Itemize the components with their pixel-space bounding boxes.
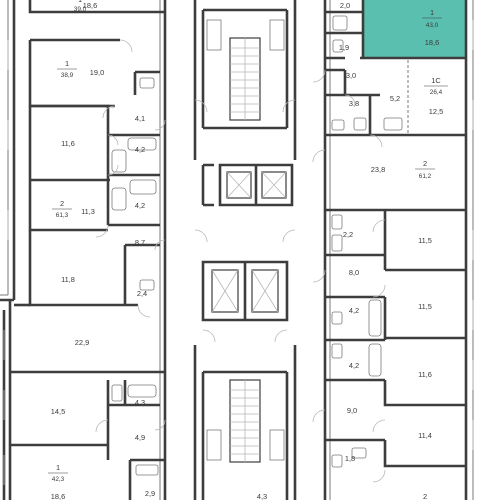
unit-badge[interactable]: 1С 26,4 — [424, 76, 448, 96]
room-area-label: 2,4 — [137, 289, 147, 298]
room-area-label: 12,5 — [429, 107, 443, 116]
unit-number: 2 — [60, 199, 64, 208]
room-area-label: 8,0 — [349, 268, 359, 277]
room-area-label: 14,5 — [51, 407, 65, 416]
room-area-label: 1,8 — [345, 454, 355, 463]
room-area-label: 11,6 — [61, 139, 75, 148]
room-area-label: 18,6 — [51, 492, 65, 500]
room-area-label: 23,8 — [371, 165, 385, 174]
room-area-label: 4,2 — [349, 306, 359, 315]
unit-number: 1 — [78, 0, 82, 4]
central-core — [193, 0, 297, 500]
room-area-label: 4,2 — [135, 145, 145, 154]
unit-number: 2 — [423, 159, 427, 168]
unit-number: 1 — [56, 463, 60, 472]
room-area-label: 11,5 — [418, 236, 432, 245]
room-area-label: 3,0 — [346, 71, 356, 80]
room-area-label: 18,6 — [83, 1, 97, 10]
room-area-label: 5,2 — [390, 94, 400, 103]
unit-area: 61,3 — [56, 212, 69, 219]
highlighted-apartment[interactable] — [363, 0, 466, 58]
unit-number: 2 — [423, 492, 427, 500]
room-area-label: 4,2 — [135, 201, 145, 210]
unit-badge[interactable]: 2 61,2 — [415, 159, 435, 180]
unit-area: 38,9 — [61, 72, 74, 79]
unit-number: 1 — [430, 8, 434, 17]
right-wing — [312, 0, 474, 500]
unit-badge[interactable]: 2 — [423, 492, 427, 500]
room-area-label: 19,0 — [90, 68, 104, 77]
unit-badge[interactable]: 39,0 1 — [74, 0, 87, 13]
room-area-label: 9,0 — [347, 406, 357, 415]
room-area-label: 4,1 — [135, 114, 145, 123]
unit-number: 1 — [65, 59, 69, 68]
room-area-label: 3,8 — [349, 99, 359, 108]
room-area-label: 11,3 — [81, 207, 95, 216]
unit-number: 1С — [431, 76, 441, 85]
room-area-label: 18,6 — [425, 38, 439, 47]
unit-badge[interactable]: 2 61,3 — [52, 199, 72, 219]
room-area-label: 4,9 — [135, 433, 145, 442]
unit-area: 42,3 — [52, 476, 65, 483]
left-wing — [0, 0, 167, 500]
room-area-label: 11,4 — [418, 431, 432, 440]
room-area-label: 2,2 — [343, 230, 353, 239]
unit-area: 61,2 — [419, 173, 432, 180]
room-area-label: 11,6 — [418, 370, 432, 379]
unit-area: 43,0 — [426, 22, 439, 29]
room-area-label: 1,9 — [339, 43, 349, 52]
room-area-label: 22,9 — [75, 338, 89, 347]
room-area-label: 8,7 — [135, 238, 145, 247]
room-area-label: 2,0 — [340, 1, 350, 10]
room-area-label: 4,2 — [349, 361, 359, 370]
room-area-label: 11,5 — [418, 302, 432, 311]
unit-area: 39,0 — [74, 6, 87, 13]
room-area-label: 4,3 — [257, 492, 267, 500]
room-area-label: 2,9 — [145, 489, 155, 498]
unit-badge[interactable]: 1 38,9 — [57, 59, 77, 79]
unit-area: 26,4 — [430, 89, 443, 96]
room-area-label: 11,8 — [61, 275, 75, 284]
room-area-label: 4,3 — [135, 398, 145, 407]
unit-badges: 39,0 1 1 38,9 2 61,3 1 42,3 1 43,0 1С 26… — [48, 0, 448, 500]
room-labels: 18,6 19,0 4,1 11,6 4,2 4,2 11,3 8,7 11,8… — [51, 1, 443, 500]
unit-badge[interactable]: 1 42,3 — [48, 463, 68, 483]
unit-badge[interactable]: 1 43,0 — [422, 8, 442, 29]
